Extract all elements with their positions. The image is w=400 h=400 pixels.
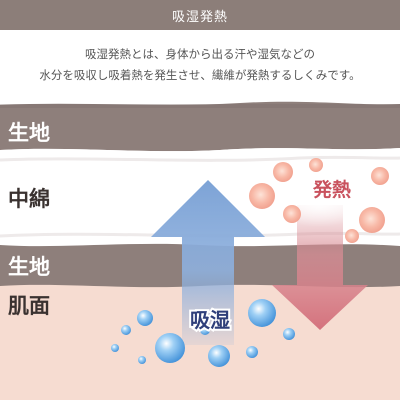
- header-bar: 吸湿発熱: [0, 0, 400, 30]
- heat-down-arrow: [272, 205, 368, 330]
- heat-bubble-icon: [249, 183, 275, 209]
- water-droplet-icon: [248, 299, 276, 327]
- description-line-2: 水分を吸収し吸着熱を発生させ、繊維が発熱するしくみです。: [39, 68, 361, 82]
- heat-bubble-icon: [309, 158, 323, 172]
- label-padding: 中綿: [8, 187, 50, 211]
- label-fabric-top: 生地: [8, 121, 50, 145]
- water-droplet-icon: [121, 325, 131, 335]
- description-line-1: 吸湿発熱とは、身体から出る汗や湿気などの: [85, 47, 315, 61]
- water-droplet-icon: [137, 310, 153, 326]
- header-title: 吸湿発熱: [171, 9, 228, 25]
- heat-label: 発熱: [312, 178, 351, 201]
- water-droplet-icon: [138, 356, 146, 364]
- water-droplets: [111, 299, 295, 367]
- label-fabric-bottom: 生地: [8, 255, 50, 279]
- heat-bubble-icon: [359, 207, 385, 233]
- heat-bubbles: [249, 158, 389, 243]
- heat-bubble-icon: [273, 162, 293, 182]
- label-skin: 肌面: [8, 294, 50, 318]
- water-droplet-icon: [200, 325, 210, 335]
- heat-bubble-icon: [345, 229, 359, 243]
- heat-bubble-icon: [371, 167, 389, 185]
- water-droplet-icon: [246, 346, 258, 358]
- heat-bubble-icon: [283, 205, 301, 223]
- water-droplet-icon: [111, 344, 119, 352]
- water-droplet-icon: [208, 345, 230, 367]
- fabric-top-layer: [0, 101, 400, 152]
- moisture-label: 吸湿: [190, 308, 230, 332]
- water-droplet-icon: [283, 328, 295, 340]
- water-droplet-icon: [155, 333, 185, 363]
- description: 吸湿発熱とは、身体から出る汗や湿気などの 水分を吸収し吸着熱を発生させ、繊維が発…: [0, 44, 400, 86]
- moisture-up-arrow: [151, 180, 265, 345]
